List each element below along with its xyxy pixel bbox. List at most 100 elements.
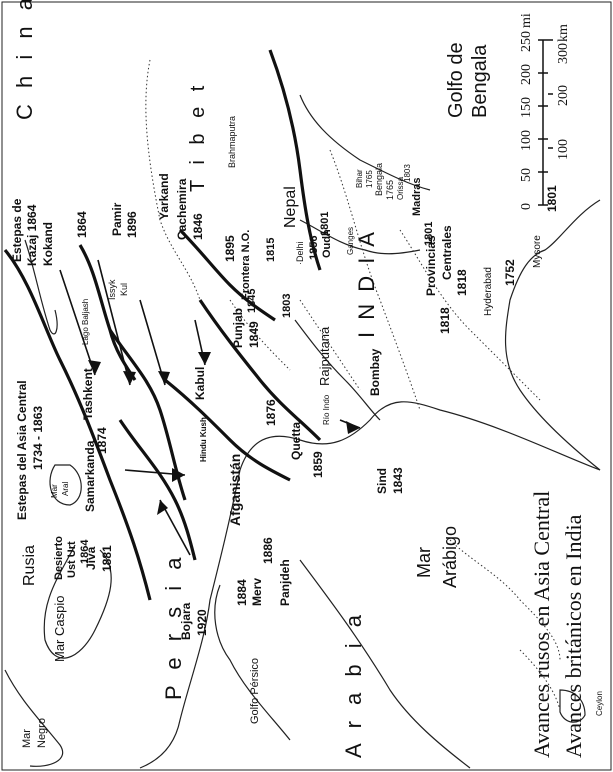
label-pamir: Pamir: [110, 202, 124, 236]
water-mar-negro-2: Negro: [36, 718, 48, 748]
year-1815: 1815: [265, 237, 277, 262]
region-hindu-kush: Hindu Kush: [199, 417, 208, 462]
label-kabul: Kabul: [193, 366, 207, 400]
label-sind: Sind: [375, 468, 389, 494]
year-south-1801: 1801: [545, 185, 559, 212]
label-bojara-year: 1920: [195, 609, 209, 636]
label-merv-year: 1884: [235, 579, 249, 606]
label-sind-year: 1843: [391, 467, 405, 494]
label-tashkent: Tashkent: [81, 368, 95, 420]
water-golfo-bengala-1: Golfo de: [445, 42, 467, 118]
label-samarkanda-year: 1874: [95, 427, 109, 454]
border-russia-north: [3, 248, 152, 601]
coast-caspian: [43, 544, 112, 659]
region-centrales: Centrales: [440, 225, 454, 280]
label-estepas-asia-2: 1734 - 1863: [31, 405, 45, 470]
border-nepal: [268, 49, 322, 271]
year-cachemira: 1846: [191, 213, 205, 240]
year-oudh-1856: 1856: [308, 235, 320, 260]
label-desierto-2: Ust Urt: [66, 541, 78, 578]
border-hyderabad: [449, 539, 561, 661]
border-afghan: [164, 378, 291, 482]
coast-bengal: [505, 199, 601, 471]
water-golfo-bengala-2: Bengala: [469, 44, 491, 118]
region-rusia: Rusia: [21, 545, 38, 586]
coast-india-west: [239, 401, 601, 471]
water-golfo-persico: Golfo Pérsico: [249, 657, 261, 724]
label-yarkand: Yarkand: [157, 173, 171, 220]
year-1845: 1845: [246, 288, 258, 313]
border-samarkanda: [118, 419, 197, 561]
year-1803: 1803: [281, 293, 293, 318]
water-mar-arabigo-1: Mar: [414, 547, 434, 578]
label-desierto-3: 1864: [79, 539, 91, 564]
river-ganges: [299, 219, 421, 255]
border-india-north: [329, 149, 421, 411]
label-panjdeh: Panjdeh: [278, 559, 292, 606]
region-mysore: Mysore: [532, 235, 543, 268]
scale-km-300: 300: [556, 43, 571, 64]
year-afg-1859: 1859: [311, 451, 325, 478]
arrow-heads: [88, 352, 360, 515]
border-rajputana: [299, 299, 361, 391]
label-merv: Merv: [250, 577, 264, 606]
year-1801: 1801: [319, 211, 331, 236]
scale-mi-50: 50: [519, 168, 534, 182]
label-kokand-year: 1864: [75, 211, 89, 238]
border-kashmir: [178, 228, 276, 322]
year-bengala-1765: 1765: [385, 179, 395, 200]
label-estepas-kazaj-2: Kazaj 1864: [25, 204, 39, 266]
coast-aral: [49, 464, 82, 506]
region-cachemira: Cachemira: [175, 178, 189, 240]
year-madras-1801: 1801: [423, 221, 435, 246]
border-provinces: [399, 229, 541, 401]
coast-gulf: [214, 584, 291, 741]
scale-mi-0: 0: [519, 203, 534, 210]
label-estepas-asia-1: Estepas del Asia Central: [15, 380, 29, 520]
year-provincias: 1818: [438, 307, 452, 334]
label-bojara: Bojara: [179, 602, 193, 640]
year-punjab: 1849: [247, 321, 261, 348]
label-bombay: Bombay: [368, 348, 382, 396]
water-lago-baljash: Lago Baljash: [81, 298, 90, 345]
coast-arabia-edge: [299, 559, 471, 769]
water-mar-negro-1: Mar: [21, 729, 33, 748]
water-rio-indo: Río Indo: [322, 394, 331, 425]
region-rajputana: Rajputana: [317, 326, 332, 386]
label-kokand: Kokand: [41, 221, 55, 266]
advance-arrows: [59, 259, 361, 556]
year-orissa-1803: 1803: [403, 164, 412, 182]
map-subtitle: Avances británicos en India: [561, 514, 586, 758]
water-mar-aral-1: Mar: [50, 484, 59, 498]
water-issyk-1: Issyk: [107, 279, 117, 300]
region-ceylon: Ceylon: [595, 691, 604, 716]
year-frontera: 1895: [223, 235, 237, 262]
year-bihar-1765: 1765: [365, 170, 374, 188]
coast-baljash: [24, 239, 58, 335]
scale-bar: [538, 39, 553, 206]
label-pamir-year: 1896: [125, 211, 139, 238]
year-hyderabad: 1818: [455, 269, 469, 296]
year-1752: 1752: [503, 259, 517, 286]
water-brahmaputra: Brahmaputra: [227, 115, 237, 168]
label-desierto-1: Desierto: [53, 535, 65, 580]
label-quetta: Quetta: [289, 421, 303, 460]
region-hyderabad: Hyderabad: [483, 267, 494, 316]
region-arabia: A r a b i a: [341, 610, 366, 758]
region-bengala: Bengala: [374, 162, 384, 196]
water-issyk-2: Kul: [119, 282, 129, 296]
region-nepal: Nepal: [282, 186, 299, 228]
region-delhi: ·Delhi: [295, 241, 305, 265]
river-indo: [294, 319, 381, 421]
region-punjab: Punjab: [231, 307, 245, 348]
border-india-west: [198, 299, 322, 442]
map-title: Avances rusos en Asia Central: [529, 490, 554, 758]
region-india: I N D I A: [354, 229, 379, 338]
coast-blacksea: [4, 669, 64, 767]
label-jiva-year: 1881: [100, 545, 114, 572]
label-madras: Madras: [411, 177, 423, 216]
border-punjab: [229, 299, 291, 371]
region-china: C h i n a: [12, 0, 37, 120]
